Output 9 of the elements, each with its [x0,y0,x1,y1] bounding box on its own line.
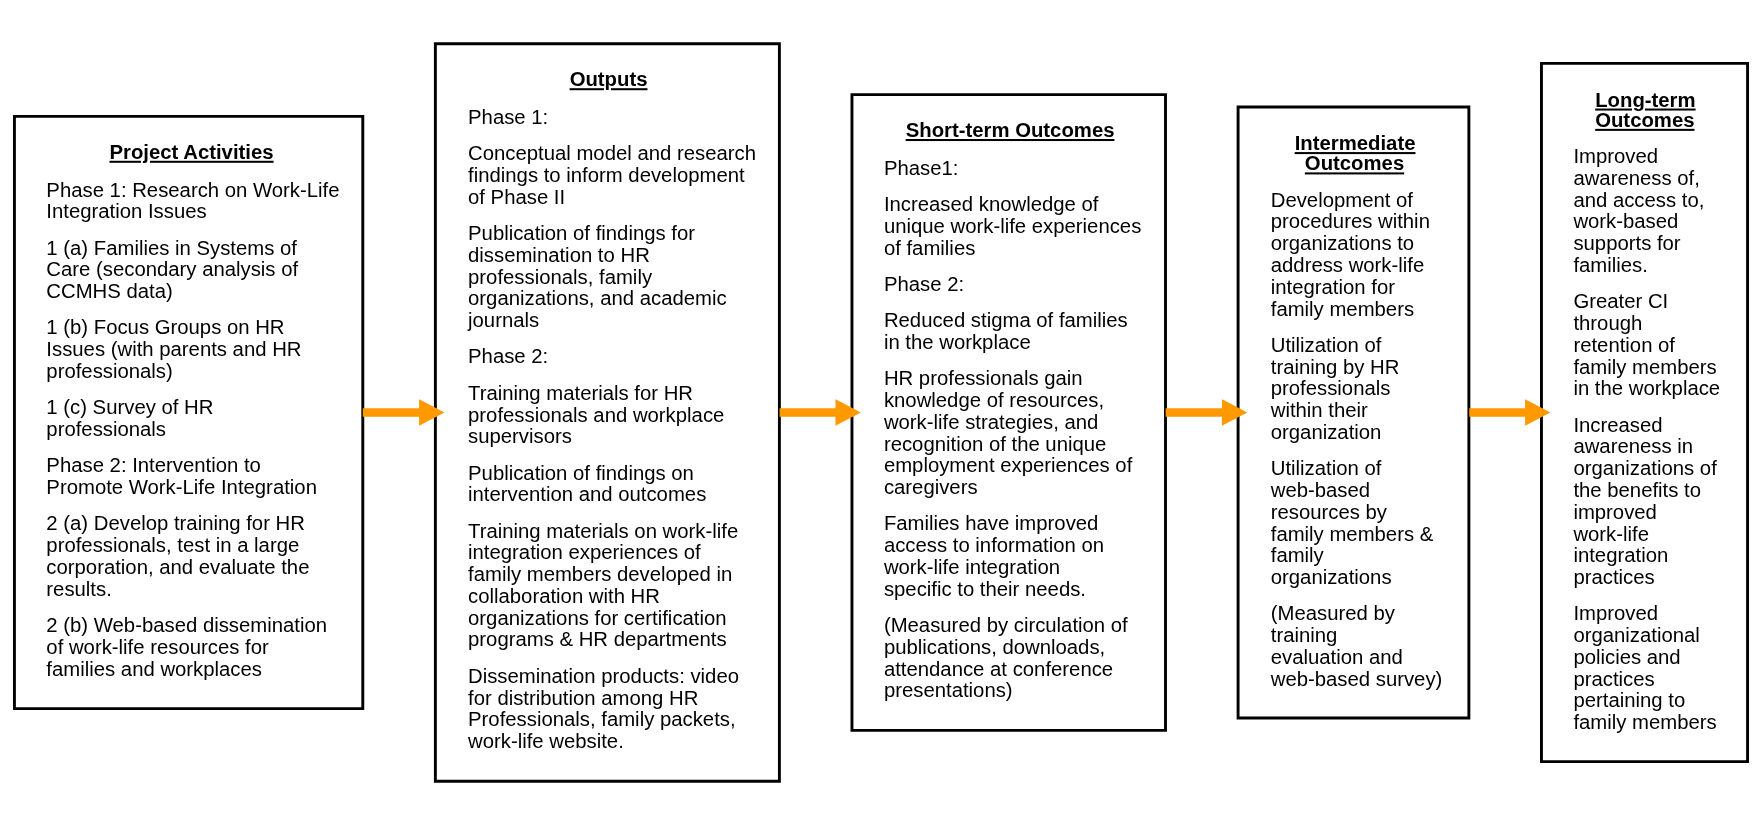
arrow [362,399,445,426]
arrow [1469,399,1551,426]
arrow [1165,399,1248,426]
node-box: Project Activities Phase 1: Research on Work-Life Integration Issues 1 (a) Families in Systems of Care (secondary analysis of CCMHS data) 1 (b) Focus Groups on HR Issues (with parents and HR professionals) 1 (c) Survey of HR professionals Phase 2: Intervention to Promote Work-Life Integration 2 (a) Develop training for HR professionals, test in a large corporation, and evaluate the results. 2 (b) Web-based dissemination of work-life resources for families and workplaces [12,114,365,711]
node-box: Outputs Phase 1: Conceptual model and research findings to inform development of Phase II Publication of findings for dissemination to HR professionals, family organizations, and academic journals Phase 2: Training materials for HR professionals and workplace supervisors Publication of findings on intervention and outcomes Training materials on work-life integration experiences of family members developed in collaboration with HR organizations for certification programs & HR departments Dissemination products: video for distribution among HR Professionals, family packets, work-life website. [433,42,781,783]
node-box: Long-term Outcomes Improved awareness of, and access to, work-based supports for families. Greater CI through retention of family members in the workplace Increased awareness in organizations of the benefits to improved work-life integration practices Improved organizational policies and practices pertaining to family members [1540,61,1750,764]
node-box: Short-term Outcomes Phase1: Increased knowledge of unique work-life experiences of families Phase 2: Reduced stigma of families in the workplace HR professionals gain knowledge of resources, work-life strategies, and recognition of the unique employment experiences of caregivers Families have improved access to information on work-life integration specific to their needs. (Measured by circulation of publications, downloads, attendance at conference presentations) [850,93,1167,732]
arrow [779,399,861,426]
node-box: Intermediate Outcomes Development of procedures within organizations to address work-life integration for family members Utilization of training by HR professionals within their organization Utilization of web-based resources by family members & family organizations (Measured by training evaluation and web-based survey) [1236,105,1471,720]
